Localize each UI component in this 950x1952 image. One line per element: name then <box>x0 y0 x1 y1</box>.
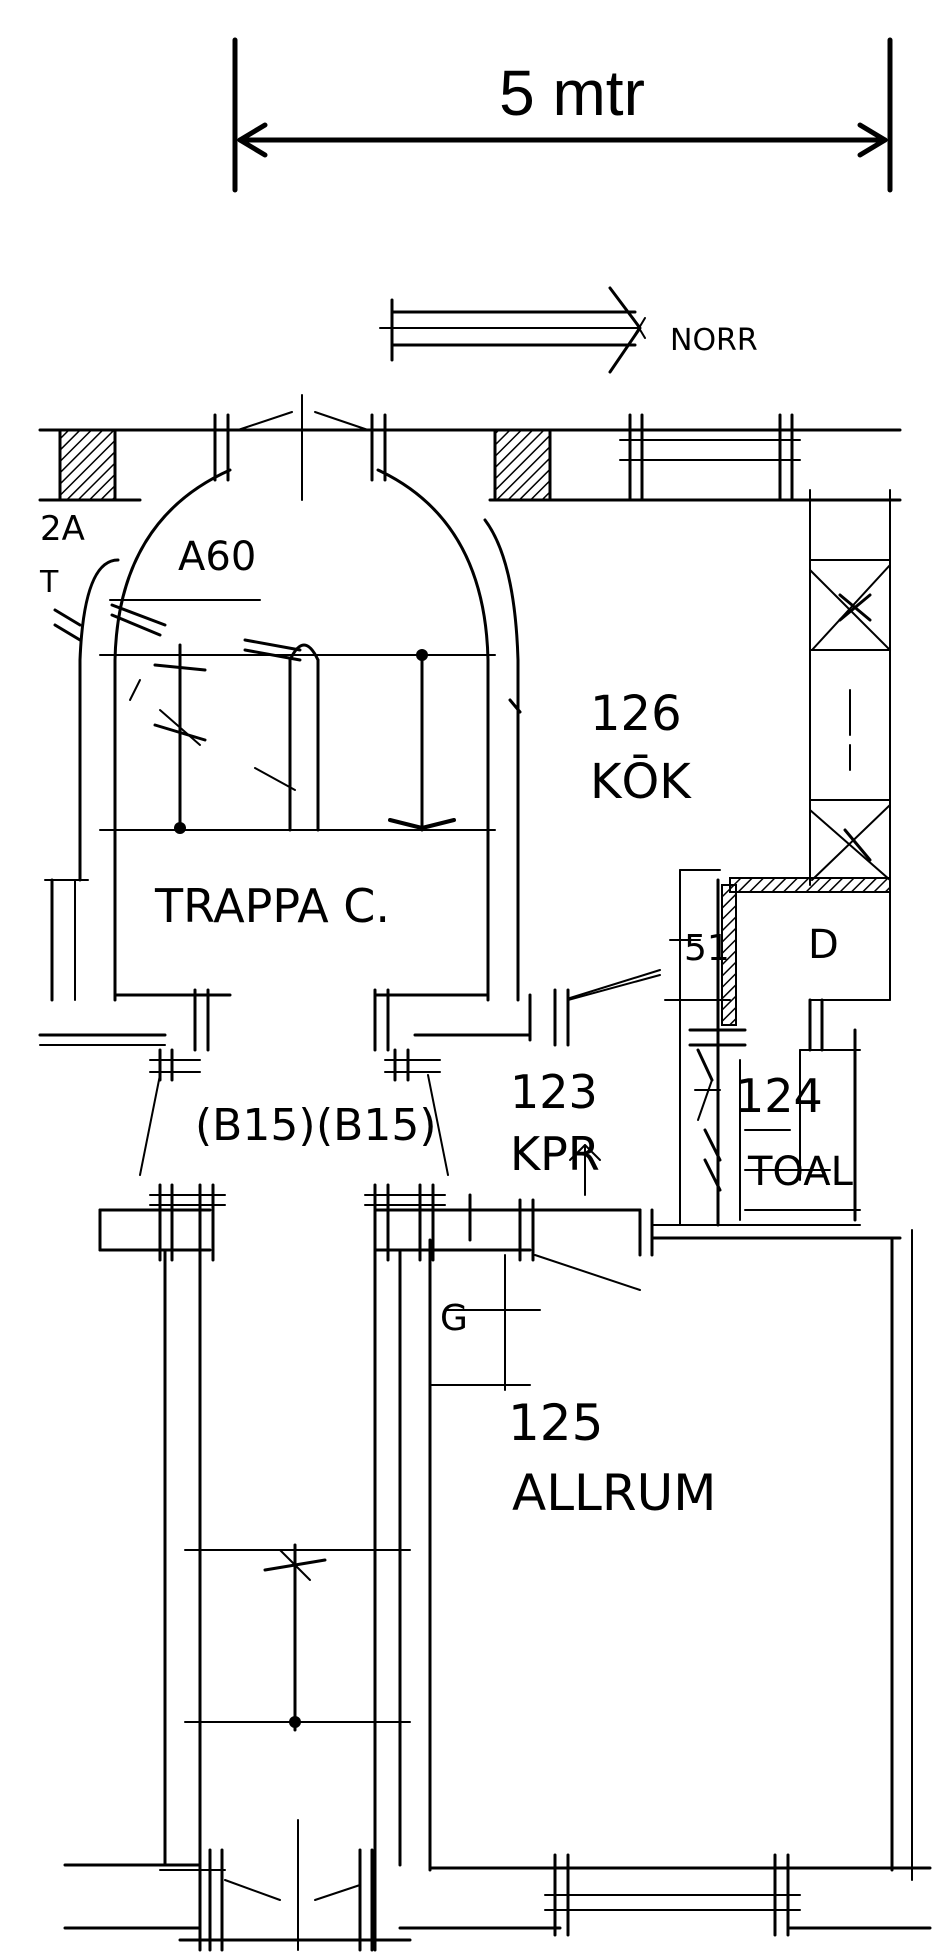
hatched-pillar-right <box>493 428 552 502</box>
door-label-right: (B15) <box>316 1100 437 1151</box>
hatched-pillar-left <box>58 428 117 502</box>
exterior-wall-top <box>38 394 902 502</box>
living-room: G 125 ALLRUM <box>428 1229 932 1937</box>
room-name-trappa: TRAPPA C. <box>154 879 390 933</box>
room-name-toal: TOAL <box>747 1149 854 1195</box>
corridor: (B15) (B15) <box>38 974 661 1262</box>
closet-code: 51 <box>684 928 730 969</box>
north-arrow: NORR <box>379 286 758 374</box>
lower-corridor <box>63 1248 412 1952</box>
scale-bar-label: 5 mtr <box>499 57 645 129</box>
room-number-kok: 126 <box>590 686 682 742</box>
hatched-counter <box>729 877 891 893</box>
stair-hall: A60 TRAPPA C. <box>53 468 522 1002</box>
wall-mark-g: G <box>440 1298 468 1339</box>
closet-and-toilet: 51 D 124 TOAL <box>569 869 891 1227</box>
room-number-trappa: A60 <box>178 534 256 580</box>
closet-label: D <box>808 922 839 968</box>
mark-top-left-small: T <box>39 565 59 600</box>
kpr-room: 123 KPR <box>510 1065 902 1291</box>
room-name-kpr: KPR <box>510 1127 600 1181</box>
door-label-left: (B15) <box>195 1100 316 1151</box>
room-number-kpr: 123 <box>510 1065 598 1119</box>
kitchen: 126 KŌK <box>590 489 891 1001</box>
mark-top-left: 2A <box>40 509 85 549</box>
room-name-allrum: ALLRUM <box>512 1464 716 1522</box>
room-name-kok: KŌK <box>590 754 692 810</box>
room-number-toal: 124 <box>735 1069 823 1123</box>
north-arrow-label: NORR <box>670 323 758 358</box>
room-number-allrum: 125 <box>508 1394 603 1452</box>
left-edge-details: 2A T <box>39 509 89 1002</box>
hatched-closet-wall <box>721 884 737 1026</box>
scale-bar: 5 mtr <box>232 37 893 193</box>
